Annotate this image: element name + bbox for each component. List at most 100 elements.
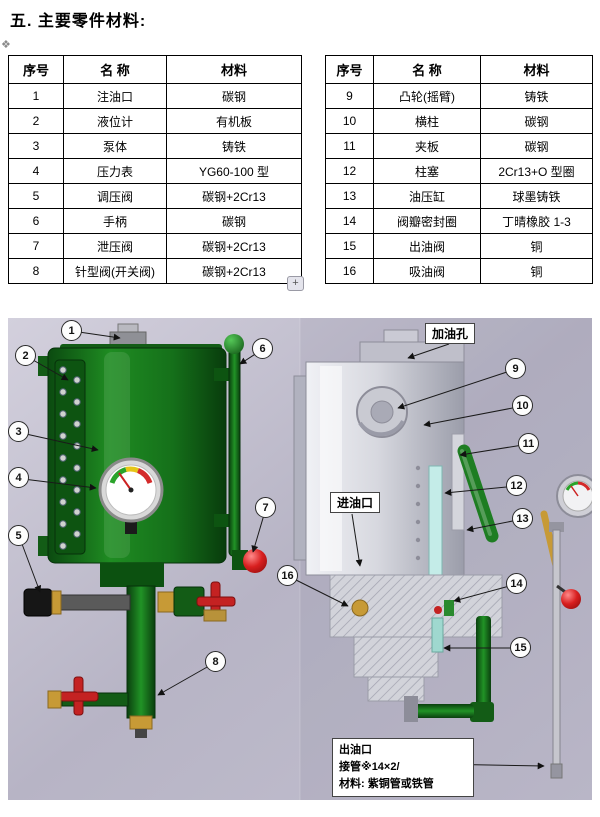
part-material-cell: 碳钢: [480, 133, 593, 159]
header-material: 材料: [166, 55, 302, 84]
part-name-cell: 注油口: [63, 83, 167, 109]
outlet-label-material: 材料: 紫铜管或铁管: [339, 778, 434, 791]
table-header-row: 序号 名 称 材料: [8, 55, 302, 84]
page-title: 五. 主要零件材料:: [10, 13, 147, 30]
part-number-cell: 13: [325, 183, 374, 209]
part-material-cell: 2Cr13+O 型圈: [480, 158, 593, 184]
part-material-cell: 有机板: [166, 108, 302, 134]
part-number-cell: 10: [325, 108, 374, 134]
part-number-cell: 5: [8, 183, 64, 209]
left-pump-illustration: [23, 323, 267, 738]
part-name-cell: 调压阀: [63, 183, 167, 209]
level-gauge: [54, 359, 86, 555]
part-number-cell: 2: [8, 108, 64, 134]
callout-9: 9: [505, 358, 526, 379]
pump-diagram: 1 2 3 4 5 6 7 8 9 10 11 12 13 14 15 16 加…: [8, 318, 592, 800]
part-material-cell: 碳钢: [480, 108, 593, 134]
callout-5: 5: [8, 525, 29, 546]
pump-column: [126, 585, 156, 719]
table-header-row: 序号 名 称 材料: [325, 55, 593, 84]
outlet-pipe-green: [404, 444, 499, 722]
part-name-cell: 吸油阀: [373, 258, 481, 284]
part-material-cell: 丁晴橡胶 1-3: [480, 208, 593, 234]
part-material-cell: 球墨铸铁: [480, 183, 593, 209]
part-material-cell: 铜: [480, 258, 593, 284]
fill-hole-bracket: [359, 341, 465, 363]
part-material-cell: 铸铁: [480, 83, 593, 109]
part-number-cell: 15: [325, 233, 374, 259]
needle-valve: [47, 676, 153, 738]
outlet-label-pipe: 接管※14×2/: [339, 761, 400, 774]
part-name-cell: 夹板: [373, 133, 481, 159]
callout-12: 12: [506, 475, 527, 496]
part-material-cell: 碳钢+2Cr13: [166, 258, 302, 284]
left-port-fitting: [23, 588, 131, 617]
pressure-gauge: [98, 457, 164, 534]
right-section-illustration: [293, 329, 592, 779]
outlet-label-title: 出油口: [339, 744, 372, 756]
part-material-cell: 铜: [480, 233, 593, 259]
callout-2: 2: [15, 345, 36, 366]
part-number-cell: 9: [325, 83, 374, 109]
callout-8: 8: [205, 651, 226, 672]
part-number-cell: 8: [8, 258, 64, 284]
part-name-cell: 油压缸: [373, 183, 481, 209]
header-name: 名 称: [63, 55, 167, 84]
part-name-cell: 出油阀: [373, 233, 481, 259]
part-name-cell: 泵体: [63, 133, 167, 159]
part-number-cell: 16: [325, 258, 374, 284]
part-material-cell: 碳钢: [166, 83, 302, 109]
callout-1: 1: [61, 320, 82, 341]
pressure-adjust-valve: [157, 581, 236, 622]
callout-6: 6: [252, 338, 273, 359]
part-material-cell: 铸铁: [166, 133, 302, 159]
object-anchor-icon: ❖: [1, 39, 11, 51]
part-name-cell: 柱塞: [373, 158, 481, 184]
part-number-cell: 1: [8, 83, 64, 109]
part-name-cell: 阀瓣密封圈: [373, 208, 481, 234]
part-number-cell: 7: [8, 233, 64, 259]
suction-valve-section: [351, 599, 369, 617]
oil-fill-cap: [109, 331, 147, 347]
part-number-cell: 4: [8, 158, 64, 184]
callout-15: 15: [510, 637, 531, 658]
plus-handle-icon[interactable]: +: [287, 276, 304, 291]
outlet-label: 出油口 接管※14×2/ 材料: 紫铜管或铁管: [332, 738, 474, 798]
part-material-cell: YG60-100 型: [166, 158, 302, 184]
callout-14: 14: [506, 573, 527, 594]
base-block-section: [329, 574, 503, 702]
header-material: 材料: [480, 55, 593, 84]
part-number-cell: 6: [8, 208, 64, 234]
part-name-cell: 泄压阀: [63, 233, 167, 259]
part-name-cell: 液位计: [63, 108, 167, 134]
part-name-cell: 压力表: [63, 158, 167, 184]
part-name-cell: 横柱: [373, 108, 481, 134]
callout-4: 4: [8, 467, 29, 488]
part-name-cell: 针型阀(开关阀): [63, 258, 167, 284]
callout-11: 11: [518, 433, 539, 454]
header-number: 序号: [8, 55, 64, 84]
fill-hole-label: 加油孔: [425, 323, 476, 344]
callout-3: 3: [8, 421, 29, 442]
inlet-label: 进油口: [330, 492, 381, 513]
callout-10: 10: [512, 395, 533, 416]
part-number-cell: 14: [325, 208, 374, 234]
callout-13: 13: [512, 508, 533, 529]
side-red-knob: [561, 589, 581, 609]
part-name-cell: 手柄: [63, 208, 167, 234]
header-number: 序号: [325, 55, 374, 84]
